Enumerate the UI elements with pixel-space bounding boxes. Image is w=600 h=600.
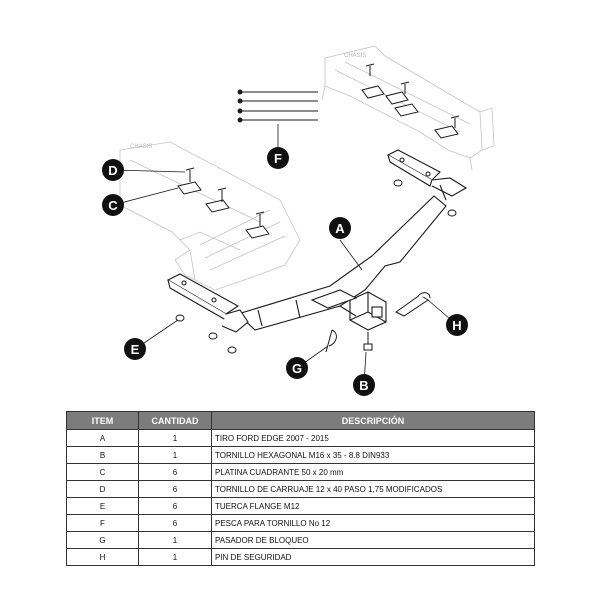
cell-qty: 1 bbox=[138, 429, 212, 447]
parts-table: ITEM CANTIDAD DESCRIPCIÓN A 1 TIRO FORD … bbox=[66, 411, 535, 566]
cell-qty: 1 bbox=[138, 531, 212, 549]
svg-text:G: G bbox=[292, 361, 302, 376]
table-row: D 6 TORNILLO DE CARRUAJE 12 x 40 PASO 1,… bbox=[66, 480, 535, 498]
locking-pin-g-part bbox=[325, 329, 337, 353]
flange-nuts-e-part bbox=[175, 179, 457, 354]
cell-qty: 1 bbox=[138, 446, 212, 464]
cell-qty: 6 bbox=[138, 497, 212, 515]
svg-text:A: A bbox=[335, 221, 345, 236]
callout-b: B bbox=[353, 374, 375, 396]
cell-qty: 6 bbox=[138, 514, 212, 532]
cell-item: H bbox=[66, 548, 139, 566]
cell-qty: 1 bbox=[138, 548, 212, 566]
right-rail-hardware bbox=[361, 63, 460, 139]
svg-text:B: B bbox=[359, 378, 368, 393]
hitch-exploded-diagram: CHASIS CHASIS bbox=[102, 45, 495, 396]
svg-text:D: D bbox=[108, 163, 117, 178]
hitch-right-bracket bbox=[386, 149, 468, 201]
cell-desc: PLATINA CUADRANTE 50 x 20 mm bbox=[211, 463, 535, 481]
hitch-receiver bbox=[310, 289, 387, 331]
hitch-left-bracket bbox=[166, 273, 249, 333]
cell-qty: 6 bbox=[138, 480, 212, 498]
table-row: F 6 PESCA PARA TORNILLO No 12 bbox=[66, 514, 535, 532]
hitch-cross-tube bbox=[236, 195, 447, 331]
header-item: ITEM bbox=[66, 411, 139, 430]
header-desc: DESCRIPCIÓN bbox=[211, 411, 535, 430]
left-rail-hardware bbox=[177, 167, 270, 239]
fish-wires-f-part bbox=[237, 89, 318, 123]
chassis-label-right: CHASIS bbox=[344, 53, 366, 59]
cell-item: A bbox=[66, 429, 139, 447]
callout-d: D bbox=[102, 159, 124, 181]
table-row: B 1 TORNILLO HEXAGONAL M16 x 35 - 8.8 DI… bbox=[66, 446, 535, 464]
callout-g: G bbox=[286, 357, 308, 379]
right-chassis-rail bbox=[321, 45, 495, 171]
cell-desc: PESCA PARA TORNILLO No 12 bbox=[211, 514, 535, 532]
cell-item: C bbox=[66, 463, 139, 481]
cell-desc: TIRO FORD EDGE 2007 - 2015 bbox=[211, 429, 535, 447]
table-row: A 1 TIRO FORD EDGE 2007 - 2015 bbox=[66, 429, 535, 447]
svg-text:C: C bbox=[108, 198, 118, 213]
cell-item: G bbox=[66, 531, 139, 549]
cell-item: D bbox=[66, 480, 139, 498]
cell-desc: PIN DE SEGURIDAD bbox=[211, 548, 535, 566]
callout-a: A bbox=[329, 217, 351, 239]
cell-qty: 6 bbox=[138, 463, 212, 481]
bolt-b-part bbox=[363, 332, 373, 351]
callout-e: E bbox=[124, 338, 146, 360]
table-header-row: ITEM CANTIDAD DESCRIPCIÓN bbox=[66, 411, 535, 430]
header-qty: CANTIDAD bbox=[138, 411, 212, 430]
callout-f: F bbox=[267, 147, 289, 169]
cell-item: E bbox=[66, 497, 139, 515]
cell-desc: TORNILLO DE CARRUAJE 12 x 40 PASO 1,75 M… bbox=[211, 480, 535, 498]
cell-item: B bbox=[66, 446, 139, 464]
table-row: C 6 PLATINA CUADRANTE 50 x 20 mm bbox=[66, 463, 535, 481]
svg-text:H: H bbox=[452, 318, 461, 333]
svg-text:E: E bbox=[131, 342, 140, 357]
svg-text:F: F bbox=[274, 151, 282, 166]
safety-pin-h-part bbox=[395, 292, 431, 317]
cell-desc: TUERCA FLANGE M12 bbox=[211, 497, 535, 515]
callout-c: C bbox=[102, 194, 124, 216]
cell-desc: PASADOR DE BLOQUEO bbox=[211, 531, 535, 549]
chassis-label-left: CHASIS bbox=[130, 144, 152, 150]
table-row: H 1 PIN DE SEGURIDAD bbox=[66, 548, 535, 566]
callout-h: H bbox=[446, 314, 468, 336]
table-row: G 1 PASADOR DE BLOQUEO bbox=[66, 531, 535, 549]
table-row: E 6 TUERCA FLANGE M12 bbox=[66, 497, 535, 515]
cell-desc: TORNILLO HEXAGONAL M16 x 35 - 8.8 DIN933 bbox=[211, 446, 535, 464]
cell-item: F bbox=[66, 514, 139, 532]
